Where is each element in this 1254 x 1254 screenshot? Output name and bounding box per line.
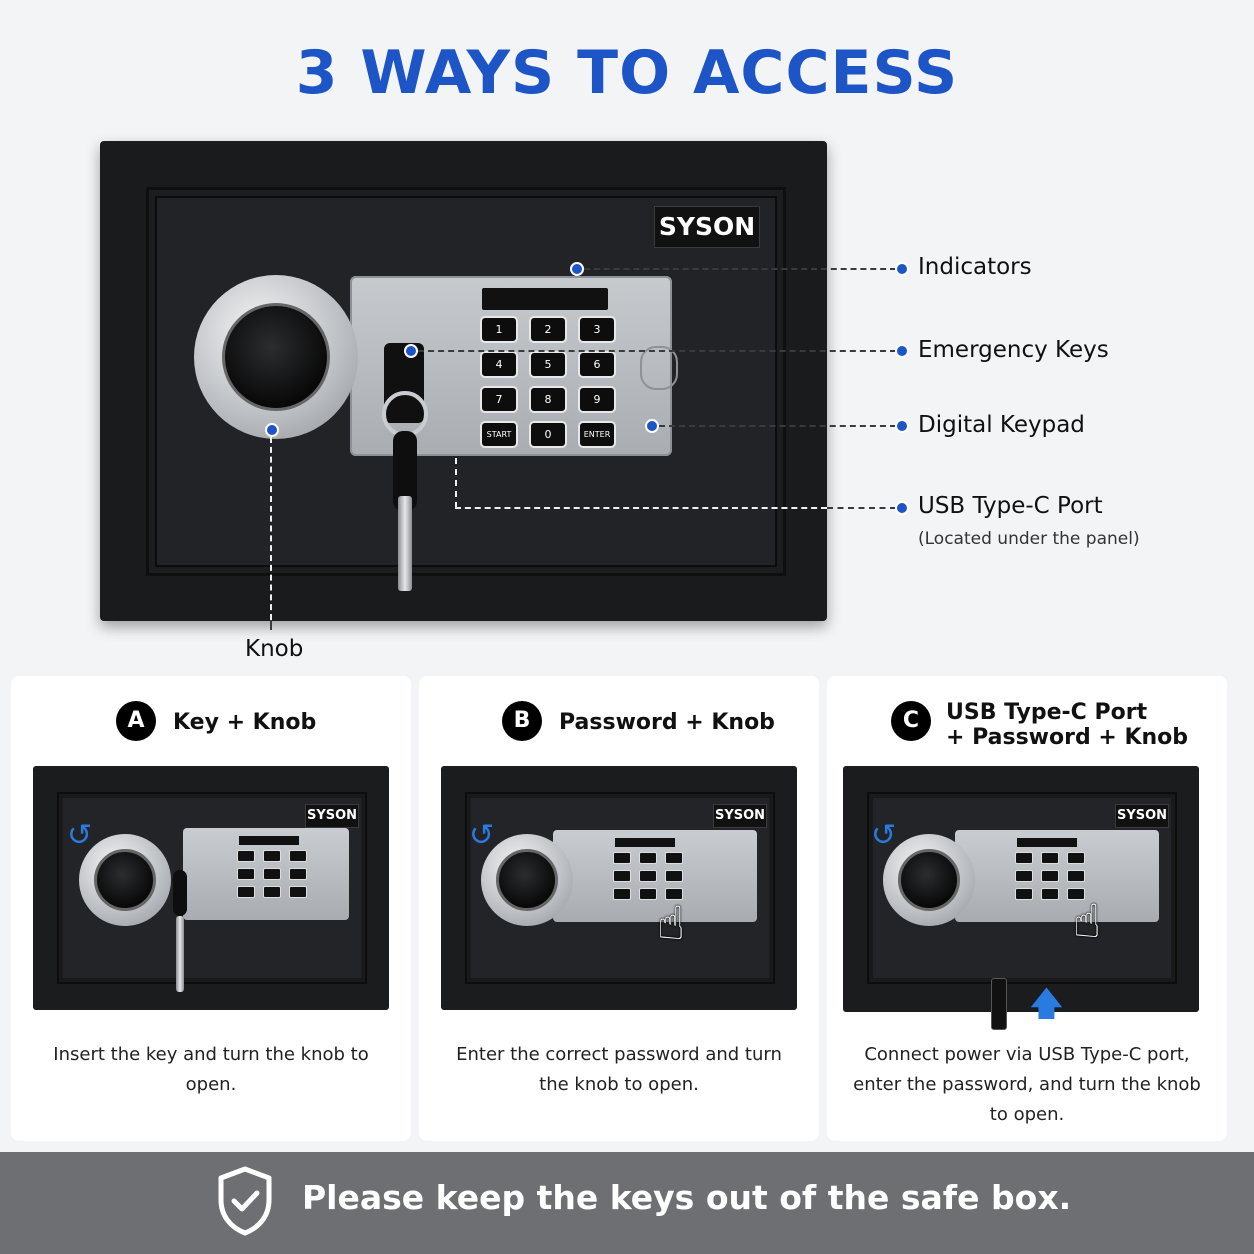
indicators-dot	[570, 262, 584, 276]
mini-control-panel	[955, 830, 1159, 922]
method-title: Password + Knob	[559, 710, 775, 735]
mini-safe: SYSON ↺ ☝ 🡅	[843, 766, 1199, 1030]
usb-port-hline	[455, 507, 827, 509]
mini-knob	[883, 834, 975, 926]
mini-key-head	[173, 870, 187, 916]
knob	[194, 275, 358, 439]
keypad-key: 6	[578, 351, 616, 378]
usb-port-label: USB Type-C Port	[918, 493, 1103, 519]
emergency-keys-dot	[404, 344, 418, 358]
indicator-lights	[482, 288, 608, 310]
usb-cable-icon	[991, 978, 1007, 1030]
keypad-key: START	[480, 421, 518, 448]
mini-keypad	[237, 850, 307, 898]
indicators-line	[584, 268, 896, 270]
method-description: Connect power via USB Type-C port, enter…	[853, 1044, 1201, 1125]
method-card-a: A Key + Knob SYSON ↺ Insert the key and …	[11, 676, 411, 1141]
emergency-key	[398, 496, 412, 591]
mini-safe: SYSON ↺	[33, 766, 389, 1010]
rotate-arrow-icon: ↺	[469, 818, 495, 853]
keypad-key: 7	[480, 386, 518, 413]
method-title: Key + Knob	[173, 710, 317, 735]
mini-knob-core	[898, 849, 960, 911]
brand-label: SYSON	[1115, 804, 1169, 828]
keypad-key: 4	[480, 351, 518, 378]
footer-text: Please keep the keys out of the safe box…	[302, 1178, 1072, 1217]
footer-banner: Please keep the keys out of the safe box…	[0, 1152, 1254, 1254]
keypad-key: 5	[529, 351, 567, 378]
knob-label: Knob	[245, 636, 304, 662]
method-description: Enter the correct password and turn the …	[456, 1044, 782, 1095]
digital-keypad-dot	[645, 419, 659, 433]
keypad-key: 1	[480, 316, 518, 343]
keypad-key: 8	[529, 386, 567, 413]
usb-port-line	[827, 507, 896, 509]
usb-port-note: (Located under the panel)	[918, 529, 1140, 549]
method-card-c: C USB Type-C Port + Password + Knob SYSO…	[827, 676, 1227, 1141]
mini-control-panel	[183, 828, 349, 920]
keypad-key: 0	[529, 421, 567, 448]
mini-indicator-lights	[615, 838, 675, 847]
mini-knob-core	[496, 849, 558, 911]
shield-check-icon	[218, 1166, 272, 1236]
knob-vline	[270, 437, 272, 620]
mini-knob-core	[94, 849, 156, 911]
digital-keypad-end-dot	[895, 419, 909, 433]
emergency-keys-label: Emergency Keys	[918, 337, 1109, 363]
indicators-end-dot	[895, 262, 909, 276]
brand-label: SYSON	[654, 206, 760, 248]
mini-emergency-key	[176, 916, 184, 992]
page-title: 3 WAYS TO ACCESS	[295, 38, 959, 108]
mini-safe: SYSON ↺ ☝	[441, 766, 797, 1010]
brand-label: SYSON	[305, 804, 359, 828]
pointing-hand-icon: ☝	[657, 896, 686, 950]
emergency-keys-end-dot	[895, 344, 909, 358]
digital-keypad: 1 2 3 4 5 6 7 8 9 START 0 ENTER	[480, 316, 616, 448]
method-title: USB Type-C Port	[946, 700, 1148, 725]
keypad-key: 2	[529, 316, 567, 343]
digital-keypad-label: Digital Keypad	[918, 412, 1085, 438]
mini-knob	[79, 834, 171, 926]
keypad-key: ENTER	[578, 421, 616, 448]
up-arrow-icon: 🡅	[1029, 984, 1064, 1024]
method-card-b: B Password + Knob SYSON ↺ ☝ Enter the co…	[419, 676, 819, 1141]
method-description: Insert the key and turn the knob to open…	[53, 1044, 369, 1095]
method-badge: B	[502, 701, 542, 741]
mini-indicator-lights	[239, 836, 299, 845]
usb-port-end-dot	[895, 501, 909, 515]
mini-indicator-lights	[1017, 838, 1077, 847]
pointing-hand-icon: ☝	[1073, 894, 1102, 948]
safe-illustration: SYSON 1 2 3 4 5 6 7 8 9 START 0 ENTER	[100, 141, 827, 621]
mini-knob	[481, 834, 573, 926]
method-badge: A	[116, 701, 156, 741]
knob-vline-lower	[270, 620, 272, 630]
mini-keypad	[1015, 852, 1085, 900]
usb-port-vline	[455, 458, 457, 508]
knob-core	[222, 303, 330, 411]
mini-keypad	[613, 852, 683, 900]
brand-label: SYSON	[713, 804, 767, 828]
rotate-arrow-icon: ↺	[67, 818, 93, 853]
method-badge: C	[891, 701, 931, 741]
emergency-keys-line	[418, 350, 896, 352]
method-title-line2: + Password + Knob	[946, 725, 1189, 750]
knob-dot	[265, 423, 279, 437]
keypad-key: 3	[578, 316, 616, 343]
digital-keypad-line	[659, 425, 896, 427]
panel-button-icon	[640, 346, 678, 390]
indicators-label: Indicators	[918, 254, 1032, 280]
mini-control-panel	[553, 830, 757, 922]
keypad-key: 9	[578, 386, 616, 413]
rotate-arrow-icon: ↺	[871, 818, 897, 853]
